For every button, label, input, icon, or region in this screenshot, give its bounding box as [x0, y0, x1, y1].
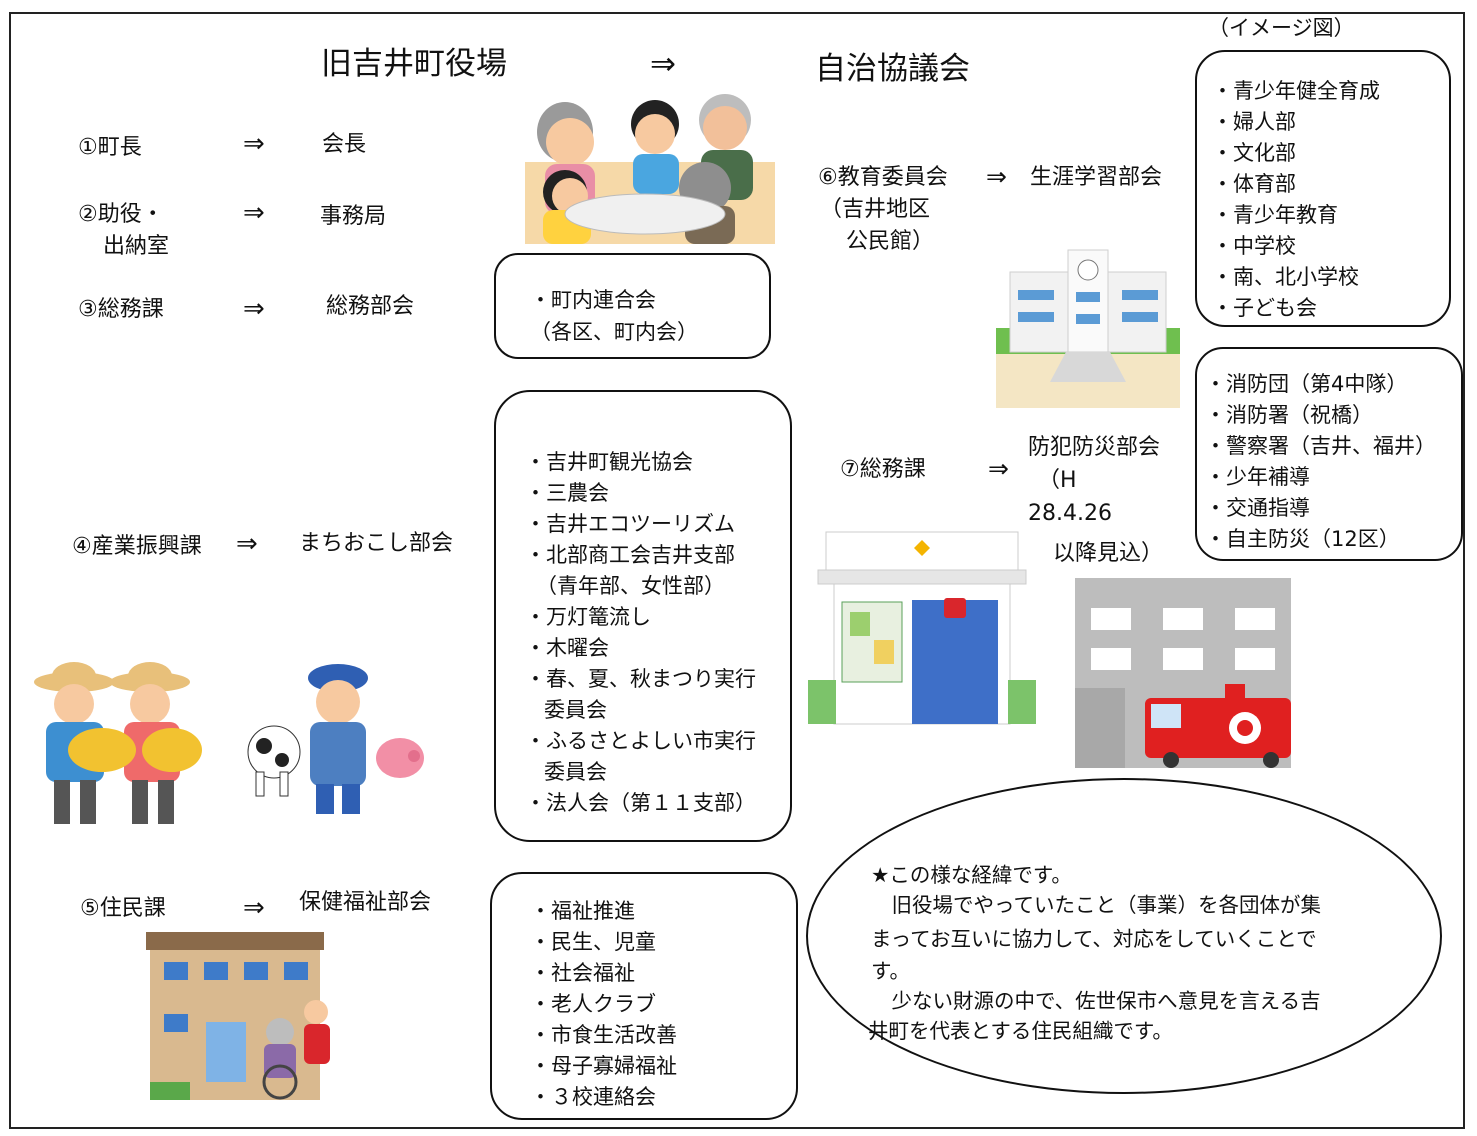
- note-line: 少ない財源の中で、佐世保市へ意見を言える吉: [871, 989, 1321, 1013]
- box-bousai-item: ・消防団（第4中隊）: [1205, 372, 1408, 396]
- box-bousai-item: ・警察署（吉井、福井）: [1205, 434, 1436, 458]
- box-fukushi-item: ・福祉推進: [530, 899, 635, 923]
- box-soumu-item: （各区、町内会）: [530, 320, 698, 344]
- row2-arrow: ⇒: [243, 198, 265, 228]
- box-bousai-item: ・消防署（祝橋）: [1205, 403, 1373, 427]
- box-machiokoshi-item: 委員会: [544, 760, 607, 784]
- fire-station-illustration: [1075, 578, 1291, 768]
- note-ellipse: [806, 778, 1442, 1094]
- row4-arrow: ⇒: [236, 529, 258, 559]
- image-label: （イメージ図）: [1208, 16, 1355, 40]
- box-machiokoshi-item: ・春、夏、秋まつり実行: [525, 667, 756, 691]
- note-line: ★この様な経緯です。: [871, 863, 1072, 887]
- police-box-illustration: [808, 531, 1036, 725]
- box-shougai-item: ・体育部: [1212, 172, 1296, 196]
- row7-right3: 28.4.26: [1028, 501, 1112, 526]
- box-machiokoshi-item: ・木曜会: [525, 636, 609, 660]
- row7-arrow: ⇒: [988, 454, 1009, 483]
- box-soumu: ・町内連合会 （各区、町内会）: [494, 253, 771, 359]
- row7-right2: （H: [1038, 468, 1077, 493]
- header-new: 自治協議会: [815, 51, 970, 87]
- row3-left: ③総務課: [78, 297, 164, 322]
- box-machiokoshi-item: ・ふるさとよしい市実行: [525, 729, 756, 753]
- row4-left: ④産業振興課: [72, 534, 202, 559]
- box-machiokoshi-item: ・吉井エコツーリズム: [525, 512, 735, 536]
- header-arrow: ⇒: [650, 46, 676, 82]
- box-machiokoshi: ・吉井町観光協会 ・三農会 ・吉井エコツーリズム ・北部商工会吉井支部 （青年部…: [494, 390, 792, 842]
- meeting-people-illustration: [525, 94, 775, 244]
- box-shougai-item: ・青少年教育: [1212, 203, 1338, 227]
- box-shougai: ・青少年健全育成 ・婦人部 ・文化部 ・体育部 ・青少年教育 ・中学校 ・南、北…: [1195, 50, 1451, 327]
- box-bousai-item: ・少年補導: [1205, 465, 1310, 489]
- care-facility-illustration: [146, 932, 330, 1100]
- box-fukushi-item: ・市食生活改善: [530, 1023, 677, 1047]
- box-machiokoshi-item: ・法人会（第１１支部）: [525, 791, 756, 815]
- row3-arrow: ⇒: [243, 294, 265, 324]
- box-machiokoshi-item: ・万灯篭流し: [525, 605, 651, 629]
- box-fukushi-item: ・３校連絡会: [530, 1085, 656, 1109]
- row2-left: ②助役・: [78, 202, 164, 227]
- livestock-farmer-illustration: [247, 664, 424, 814]
- box-shougai-item: ・青少年健全育成: [1212, 79, 1380, 103]
- row7-right: 防犯防災部会: [1028, 435, 1161, 460]
- box-shougai-item: ・子ども会: [1212, 296, 1317, 320]
- row6-left3: 公民館）: [846, 229, 935, 254]
- row1-left: ①町長: [78, 135, 142, 160]
- box-fukushi-item: ・老人クラブ: [530, 992, 656, 1016]
- diagram-frame: [9, 12, 1465, 1129]
- box-machiokoshi-item: ・北部商工会吉井支部: [525, 543, 735, 567]
- box-machiokoshi-item: ・吉井町観光協会: [525, 450, 693, 474]
- note-line: 井町を代表とする住民組織です。: [868, 1019, 1173, 1043]
- farmers-illustration: [34, 662, 202, 824]
- note-line: す。: [871, 959, 910, 983]
- box-shougai-item: ・文化部: [1212, 141, 1296, 165]
- box-machiokoshi-item: ・三農会: [525, 481, 609, 505]
- row6-right: 生涯学習部会: [1030, 165, 1163, 190]
- row5-left: ⑤住民課: [80, 896, 166, 921]
- box-bousai-item: ・交通指導: [1205, 496, 1310, 520]
- note-line: 旧役場でやっていたこと（事業）を各団体が集: [871, 893, 1321, 917]
- header-old: 旧吉井町役場: [321, 46, 507, 82]
- row4-right: まちおこし部会: [299, 531, 454, 556]
- box-fukushi-item: ・母子寡婦福祉: [530, 1054, 677, 1078]
- box-machiokoshi-item: （青年部、女性部）: [536, 574, 725, 598]
- row7-left: ⑦総務課: [840, 457, 926, 482]
- box-bousai-item: ・自主防災（12区）: [1205, 527, 1400, 551]
- row7-right4: 以降見込）: [1053, 541, 1164, 566]
- box-soumu-item: ・町内連合会: [530, 288, 656, 312]
- box-fukushi: ・福祉推進 ・民生、児童 ・社会福祉 ・老人クラブ ・市食生活改善 ・母子寡婦福…: [490, 872, 798, 1120]
- row3-right: 総務部会: [326, 294, 415, 319]
- row5-right: 保健福祉部会: [299, 890, 432, 915]
- row6-arrow: ⇒: [986, 162, 1007, 191]
- note-line: まってお互いに協力して、対応をしていくことで: [871, 927, 1317, 951]
- box-bousai: ・消防団（第4中隊） ・消防署（祝橋） ・警察署（吉井、福井） ・少年補導 ・交…: [1195, 347, 1463, 561]
- box-machiokoshi-item: 委員会: [544, 698, 607, 722]
- row5-arrow: ⇒: [243, 893, 265, 923]
- row6-left2: （吉井地区: [820, 197, 931, 222]
- box-shougai-item: ・南、北小学校: [1212, 265, 1359, 289]
- row2-right: 事務局: [320, 204, 387, 229]
- box-fukushi-item: ・社会福祉: [530, 961, 635, 985]
- school-illustration: [996, 232, 1180, 408]
- row1-arrow: ⇒: [243, 129, 265, 159]
- box-fukushi-item: ・民生、児童: [530, 930, 656, 954]
- row1-right: 会長: [322, 132, 367, 157]
- box-shougai-item: ・中学校: [1212, 234, 1296, 258]
- row2-left2: 出納室: [103, 234, 170, 259]
- row6-left: ⑥教育委員会: [818, 165, 948, 190]
- box-shougai-item: ・婦人部: [1212, 110, 1296, 134]
